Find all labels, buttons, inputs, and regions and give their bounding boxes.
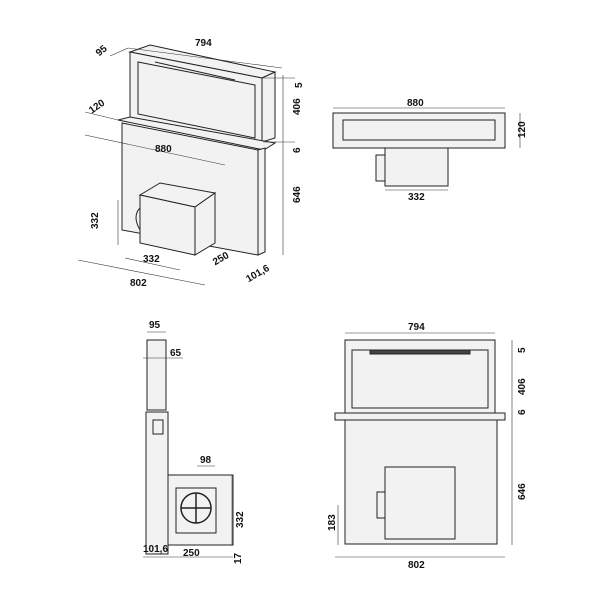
dim-101-6: 101,6 <box>143 544 168 555</box>
dim-802: 802 <box>408 560 425 571</box>
dim-646: 646 <box>517 483 528 500</box>
dim-6: 6 <box>292 147 303 153</box>
dim-406: 406 <box>517 378 528 395</box>
dim-5: 5 <box>517 347 528 353</box>
dim-880: 880 <box>155 144 172 155</box>
dim-250: 250 <box>183 548 200 559</box>
dim-794: 794 <box>195 38 212 49</box>
dim-880: 880 <box>407 98 424 109</box>
dim-17: 17 <box>233 552 244 564</box>
dim-332: 332 <box>235 511 246 528</box>
dim-332: 332 <box>408 192 425 203</box>
front-view: 794 5 406 6 646 183 802 <box>327 322 528 571</box>
dim-183: 183 <box>327 514 338 531</box>
side-view: 95 65 98 332 17 101,6 250 <box>143 320 246 564</box>
dim-5: 5 <box>294 82 305 88</box>
motor-side <box>194 192 216 256</box>
dim-98: 98 <box>200 455 212 466</box>
dim-332b: 332 <box>143 254 160 265</box>
dim-120: 120 <box>517 121 528 138</box>
dim-95: 95 <box>149 320 161 331</box>
glass-side <box>261 71 276 143</box>
isometric-view: 794 95 5 406 6 646 120 880 332 332 250 1… <box>77 38 305 289</box>
dim-646: 646 <box>292 186 303 203</box>
top-view: 880 120 332 <box>332 98 528 203</box>
hob-plate <box>117 116 277 151</box>
dim-250: 250 <box>211 250 231 268</box>
body-side <box>257 147 266 256</box>
dim-95: 95 <box>94 43 110 59</box>
dim-332a: 332 <box>90 212 101 229</box>
dim-794: 794 <box>408 322 425 333</box>
dim-101-6: 101,6 <box>244 263 272 285</box>
dim-802: 802 <box>130 278 147 289</box>
dim-406: 406 <box>292 98 303 115</box>
dim-65: 65 <box>170 348 182 359</box>
dim-6: 6 <box>517 409 528 415</box>
